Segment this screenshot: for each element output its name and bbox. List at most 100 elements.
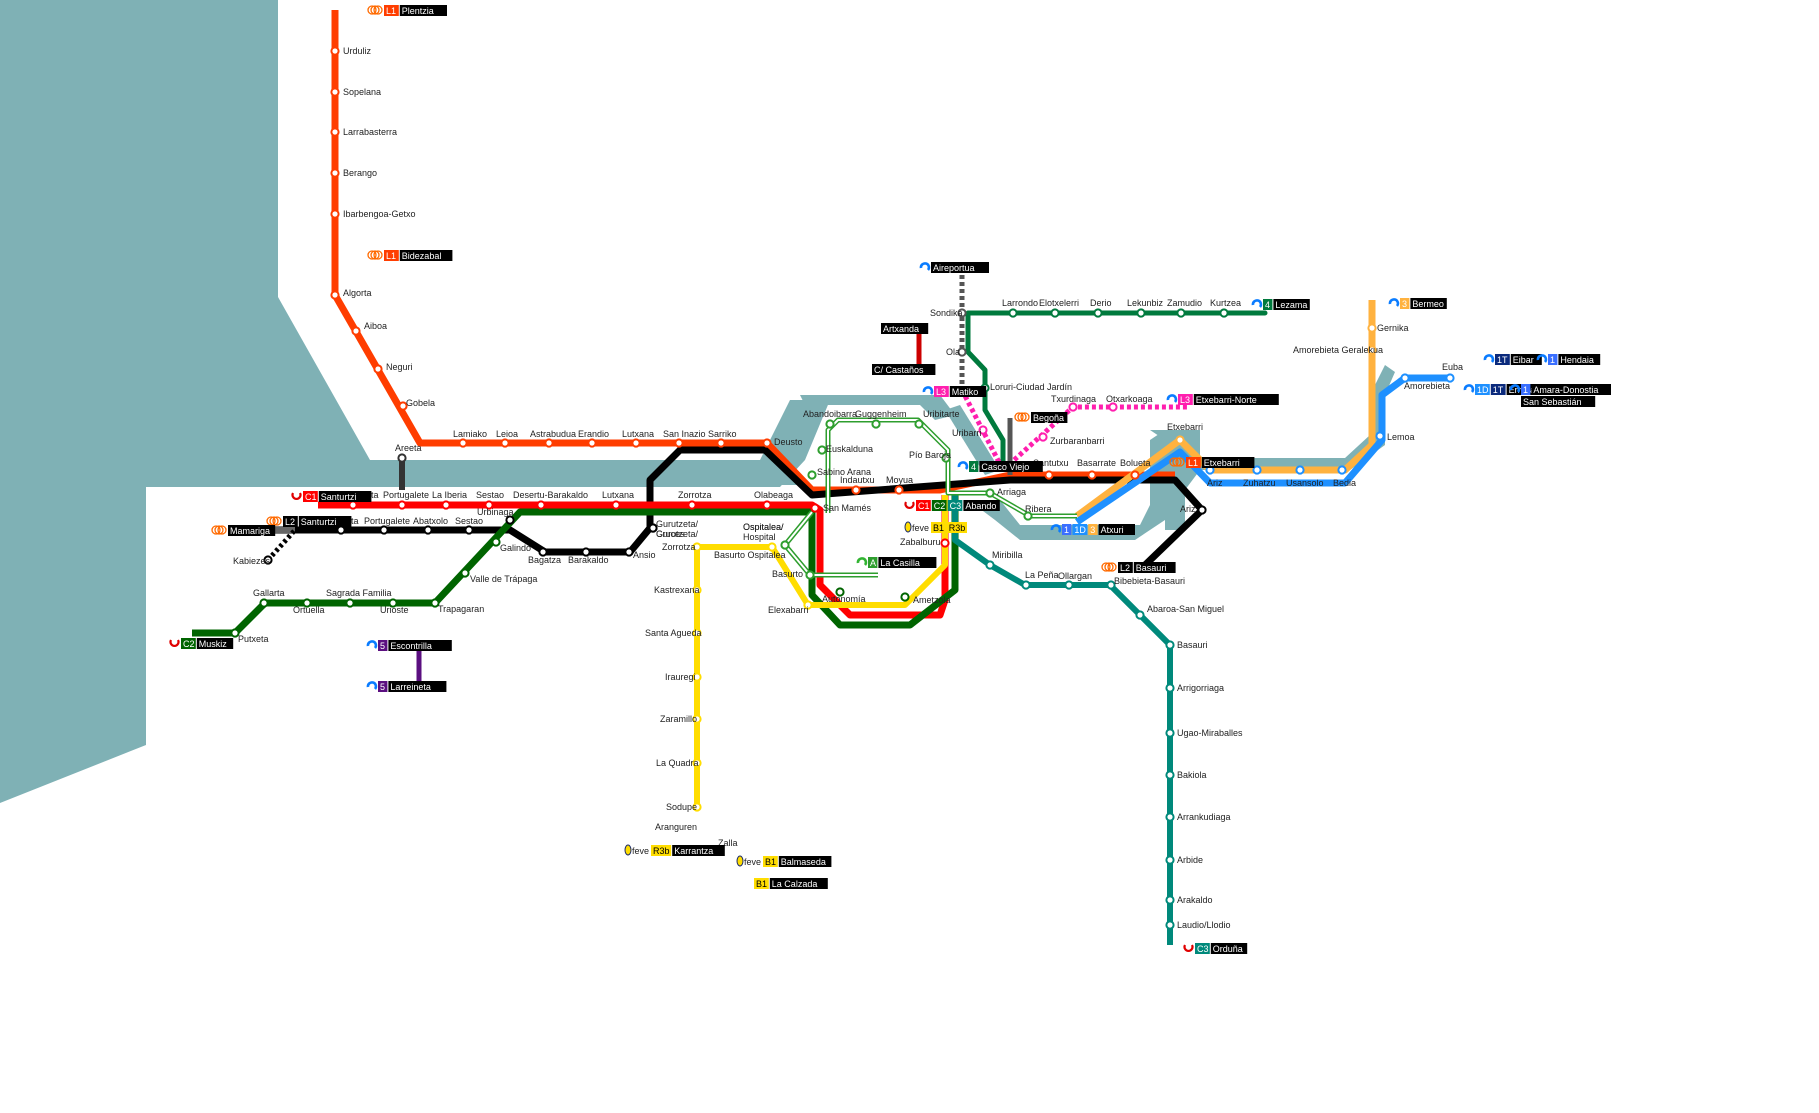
station-marker[interactable]	[430, 598, 440, 608]
station-marker[interactable]	[611, 500, 621, 510]
station-marker[interactable]	[348, 500, 358, 510]
station-marker[interactable]	[1197, 505, 1207, 515]
station-marker[interactable]	[767, 542, 777, 552]
station-marker[interactable]	[500, 438, 510, 448]
station-marker[interactable]	[817, 445, 827, 455]
station-marker[interactable]	[978, 425, 988, 435]
station-marker[interactable]	[336, 525, 346, 535]
station-marker[interactable]	[1375, 431, 1385, 441]
station-marker[interactable]	[1165, 895, 1175, 905]
station-marker[interactable]	[1165, 855, 1175, 865]
station-marker[interactable]	[263, 555, 273, 565]
station-marker[interactable]	[692, 542, 702, 552]
station-marker[interactable]	[441, 500, 451, 510]
station-marker[interactable]	[674, 438, 684, 448]
station-marker[interactable]	[1165, 770, 1175, 780]
station-marker[interactable]	[464, 525, 474, 535]
station-marker[interactable]	[460, 568, 470, 578]
station-marker[interactable]	[1295, 465, 1305, 475]
station-marker[interactable]	[1165, 640, 1175, 650]
station-marker[interactable]	[1400, 373, 1410, 383]
terminal-mamariga[interactable]: Mamariga	[211, 525, 276, 536]
station-marker[interactable]	[1087, 470, 1097, 480]
station-marker[interactable]	[423, 525, 433, 535]
station-marker[interactable]	[1023, 511, 1033, 521]
station-marker[interactable]	[1367, 345, 1377, 355]
station-marker[interactable]	[458, 438, 468, 448]
station-marker[interactable]	[1044, 470, 1054, 480]
station-marker[interactable]	[259, 598, 269, 608]
station-marker[interactable]	[1337, 465, 1347, 475]
station-marker[interactable]	[1130, 470, 1140, 480]
station-marker[interactable]	[803, 600, 813, 610]
station-marker[interactable]	[345, 598, 355, 608]
station-marker[interactable]	[805, 570, 815, 580]
terminal-aireportua[interactable]: Aireportua	[919, 262, 989, 273]
station-marker[interactable]	[1008, 308, 1018, 318]
station-marker[interactable]	[330, 46, 340, 56]
station-marker[interactable]	[1165, 728, 1175, 738]
station-marker[interactable]	[687, 500, 697, 510]
station-marker[interactable]	[330, 209, 340, 219]
station-marker[interactable]	[957, 347, 967, 357]
station-marker[interactable]	[692, 758, 702, 768]
station-marker[interactable]	[900, 592, 910, 602]
line-e4[interactable]	[965, 310, 1268, 470]
station-marker[interactable]	[1093, 308, 1103, 318]
station-marker[interactable]	[1064, 580, 1074, 590]
station-marker[interactable]	[914, 419, 924, 429]
station-marker[interactable]	[692, 628, 702, 638]
station-marker[interactable]	[373, 364, 383, 374]
station-marker[interactable]	[1175, 435, 1185, 445]
station-marker[interactable]	[692, 672, 702, 682]
terminal-begona[interactable]: Begoña	[1014, 412, 1068, 423]
station-marker[interactable]	[807, 470, 817, 480]
station-marker[interactable]	[1108, 402, 1118, 412]
terminal-castanos[interactable]: C/ Castaños	[872, 364, 936, 375]
station-marker[interactable]	[1021, 580, 1031, 590]
station-marker[interactable]	[1050, 308, 1060, 318]
station-marker[interactable]	[491, 537, 501, 547]
station-marker[interactable]	[762, 438, 772, 448]
line-kab[interactable]	[266, 528, 297, 562]
station-marker[interactable]	[1068, 402, 1078, 412]
station-marker[interactable]	[692, 802, 702, 812]
station-marker[interactable]	[330, 87, 340, 97]
station-marker[interactable]	[762, 500, 772, 510]
station-marker[interactable]	[397, 500, 407, 510]
station-marker[interactable]	[780, 540, 790, 550]
station-marker[interactable]	[587, 438, 597, 448]
station-marker[interactable]	[379, 525, 389, 535]
station-marker[interactable]	[505, 515, 515, 525]
station-marker[interactable]	[810, 503, 820, 513]
station-marker[interactable]	[484, 500, 494, 510]
station-marker[interactable]	[544, 438, 554, 448]
station-marker[interactable]	[940, 538, 950, 548]
station-marker[interactable]	[330, 127, 340, 137]
line-e1[interactable]	[1075, 374, 1450, 525]
station-marker[interactable]	[1445, 373, 1455, 383]
station-marker[interactable]	[1252, 465, 1262, 475]
station-marker[interactable]	[835, 587, 845, 597]
station-marker[interactable]	[1165, 920, 1175, 930]
